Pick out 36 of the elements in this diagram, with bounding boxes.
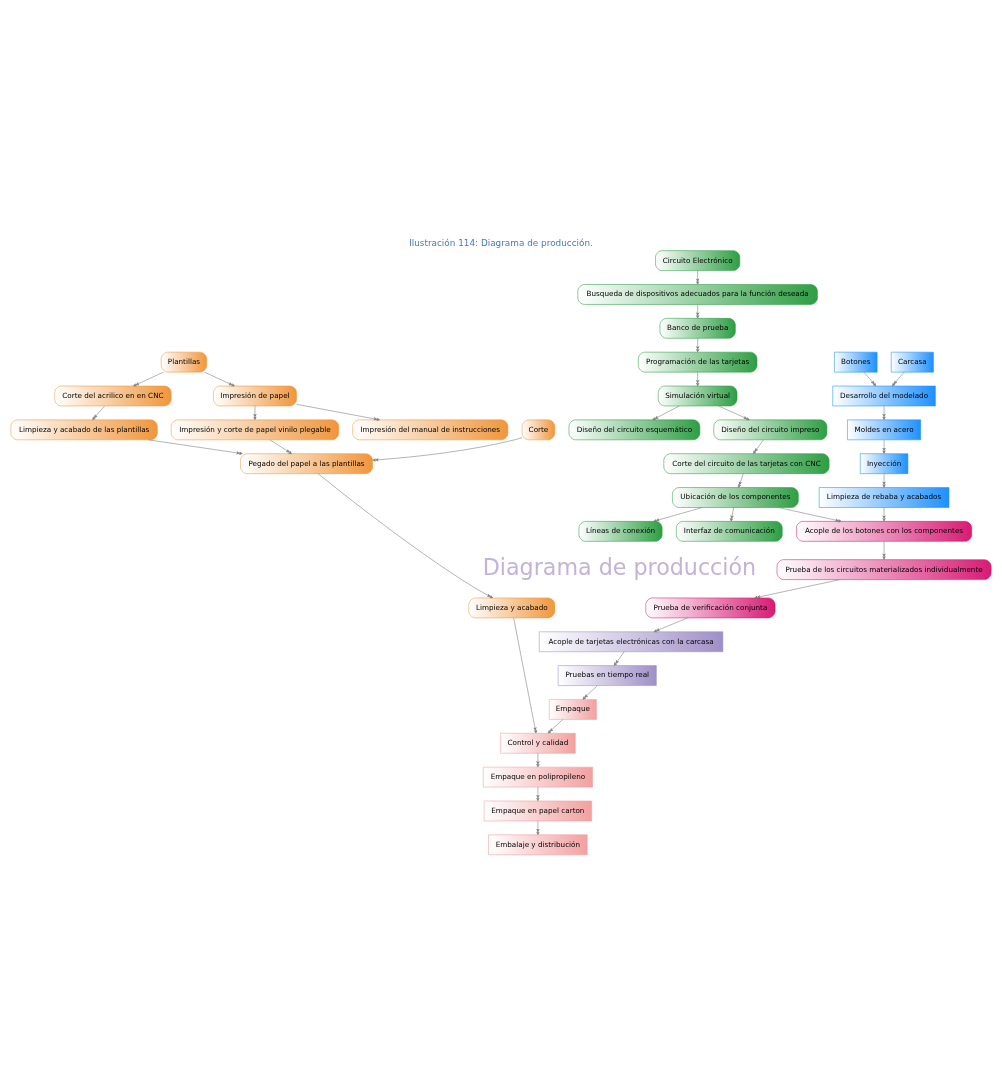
arrow xyxy=(253,405,257,420)
arrow xyxy=(513,617,537,734)
arrow xyxy=(148,439,243,455)
arrow xyxy=(269,439,292,454)
arrow xyxy=(92,405,105,420)
arrow xyxy=(536,753,540,768)
arrow xyxy=(882,541,886,560)
arrow xyxy=(696,304,700,319)
arrow xyxy=(536,820,540,835)
arrow xyxy=(753,439,764,454)
diagram-title: Diagrama de producción xyxy=(482,554,757,581)
arrow xyxy=(317,473,493,599)
arrow xyxy=(547,719,563,734)
arrow xyxy=(730,507,734,522)
arrow xyxy=(882,405,886,420)
arrow xyxy=(882,439,886,454)
arrow xyxy=(652,405,680,421)
arrow xyxy=(882,507,886,522)
arrow xyxy=(892,371,905,387)
arrow xyxy=(696,371,700,387)
arrow xyxy=(778,507,842,523)
arrow xyxy=(613,651,625,666)
arrow xyxy=(536,786,540,802)
arrow xyxy=(882,473,886,488)
arrow xyxy=(582,685,598,700)
arrow xyxy=(718,405,750,421)
arrow xyxy=(738,473,744,488)
arrow xyxy=(296,404,380,421)
arrow xyxy=(133,371,164,387)
arrow xyxy=(204,371,235,387)
arrow xyxy=(696,270,700,285)
arrow xyxy=(696,338,700,353)
arrow xyxy=(863,371,877,387)
caption: Ilustración 114: Diagrama de producción. xyxy=(409,237,593,248)
arrow xyxy=(754,579,841,599)
arrow xyxy=(372,437,523,462)
